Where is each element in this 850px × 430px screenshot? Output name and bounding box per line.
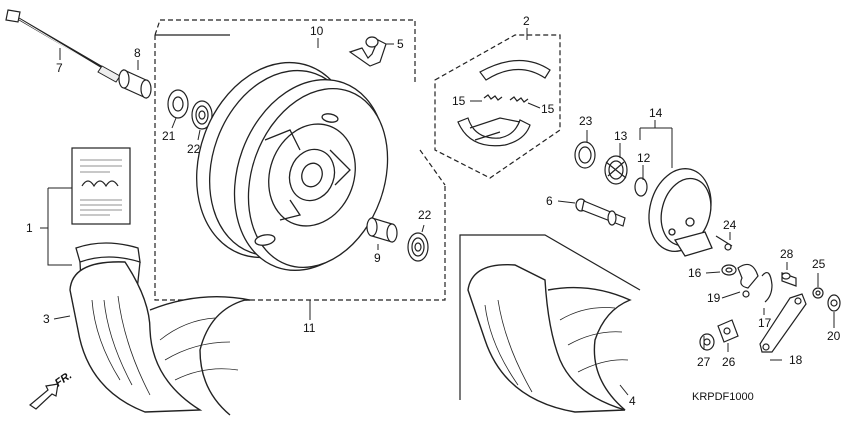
callout-9: 9 <box>374 251 381 265</box>
callout-23: 23 <box>579 114 593 128</box>
front-direction-arrow: FR. <box>28 369 74 410</box>
callout-24: 24 <box>723 218 737 232</box>
adjusting-nut <box>699 333 715 351</box>
bearing-21 <box>167 89 189 119</box>
callout-16: 16 <box>688 266 702 280</box>
callout-15b: 15 <box>541 102 555 116</box>
callout-4: 4 <box>629 394 636 408</box>
callout-20: 20 <box>827 329 841 343</box>
tire-front <box>69 261 251 416</box>
brake-panel <box>648 168 713 257</box>
callout-2: 2 <box>523 14 530 28</box>
callout-19: 19 <box>707 291 721 305</box>
callout-8: 8 <box>134 46 141 60</box>
callout-6: 6 <box>546 194 553 208</box>
callout-22a: 22 <box>187 142 201 156</box>
axle-bolt <box>5 9 121 83</box>
tire-rear <box>467 264 632 413</box>
distance-collar <box>366 217 398 243</box>
callout-28: 28 <box>780 247 794 261</box>
callout-26: 26 <box>722 355 736 369</box>
leader-lines <box>40 28 835 396</box>
callout-17: 17 <box>758 316 772 330</box>
callout-15a: 15 <box>452 94 466 108</box>
bolt-24 <box>715 235 733 251</box>
bearing-22-right <box>407 232 429 262</box>
tire-outline <box>459 234 641 400</box>
callout-14: 14 <box>649 106 663 120</box>
bearing-22-left <box>191 100 213 130</box>
collar <box>118 69 152 99</box>
bolt-28 <box>781 272 797 287</box>
callout-10: 10 <box>310 24 324 38</box>
callout-11: 11 <box>303 321 316 335</box>
callout-7: 7 <box>56 61 63 75</box>
brake-spring-left <box>483 94 503 101</box>
brake-shoe-outline <box>434 34 561 179</box>
callout-1: 1 <box>26 221 33 235</box>
callout-13: 13 <box>614 129 628 143</box>
brake-shoe-set <box>457 59 551 147</box>
brake-rod-joint <box>717 319 739 343</box>
callout-18: 18 <box>789 353 803 367</box>
brake-arm <box>759 293 807 353</box>
nut-20 <box>827 294 841 312</box>
nut-25 <box>812 287 824 299</box>
caution-label <box>71 147 131 225</box>
wheel-assembly-outline <box>154 19 446 301</box>
callout-5: 5 <box>397 37 404 51</box>
dust-seal <box>574 141 596 169</box>
callout-22b: 22 <box>418 208 432 222</box>
speedometer-gear <box>604 155 628 185</box>
callout-21: 21 <box>162 129 176 143</box>
callout-12: 12 <box>637 151 651 165</box>
brake-cam <box>575 198 626 227</box>
brake-spring-right <box>509 96 529 103</box>
callout-25: 25 <box>812 257 826 271</box>
wheel-rim <box>196 61 389 271</box>
wear-indicator-plate <box>737 263 759 298</box>
callout-27: 27 <box>697 355 711 369</box>
callout-3: 3 <box>43 312 50 326</box>
felt-seal <box>721 264 737 276</box>
return-spring <box>761 271 773 303</box>
o-ring <box>634 177 648 197</box>
diagram-code: KRPDF1000 <box>692 391 754 403</box>
callout-numbers: 1 2 3 4 5 6 7 8 9 10 11 12 13 14 15 15 1… <box>26 14 841 408</box>
valve-stem <box>348 36 387 67</box>
